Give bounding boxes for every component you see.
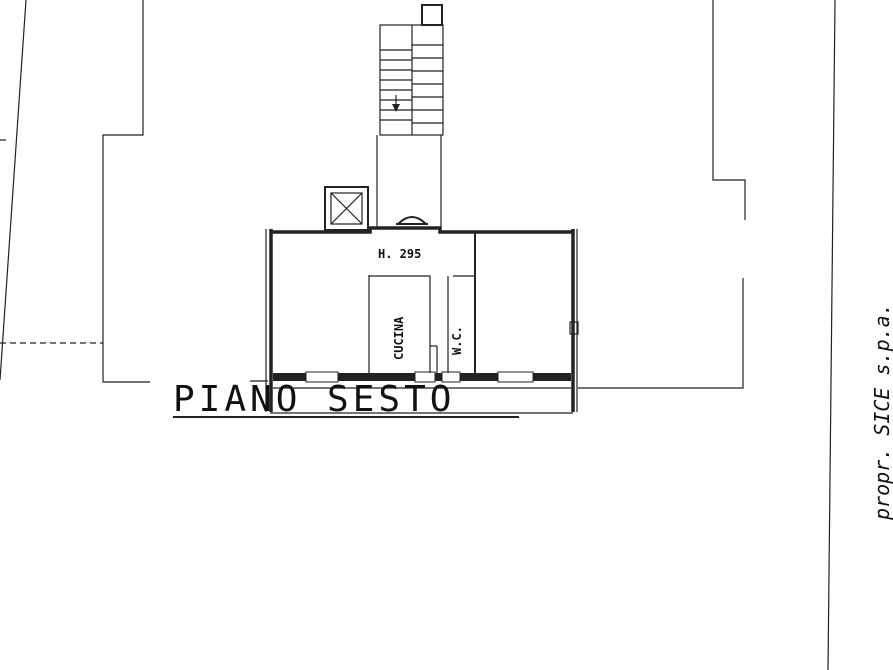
height-label: H. 295	[378, 247, 421, 261]
right-property-boundary	[827, 0, 836, 670]
internal-walls	[368, 232, 476, 373]
room-label-wc: W.C.	[450, 326, 464, 355]
flat-outline	[265, 226, 579, 414]
left-boundary-line	[0, 0, 27, 381]
drawing-title: PIANO SESTO	[173, 379, 455, 420]
entrance-door-symbol	[396, 216, 428, 225]
front-wall	[273, 371, 571, 389]
neighbor-property-label: propr. SICE s.p.a.	[870, 303, 893, 521]
left-building-outline	[102, 0, 150, 383]
room-label-cucina: CUCINA	[392, 316, 406, 360]
right-building-lower	[578, 278, 744, 389]
lift-shaft-symbol	[324, 186, 369, 231]
stair-block	[379, 4, 444, 136]
right-building-outline	[712, 0, 746, 220]
